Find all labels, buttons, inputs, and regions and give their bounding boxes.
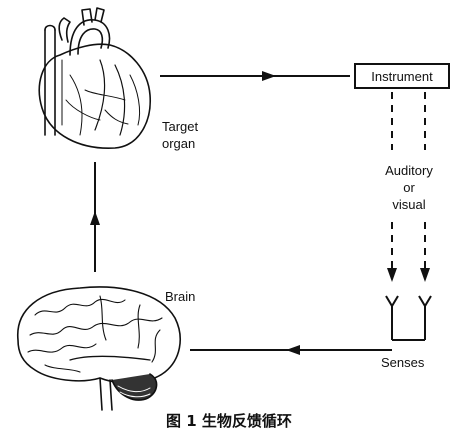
instrument-label: Instrument bbox=[371, 69, 432, 84]
signal-arrowhead-left bbox=[387, 268, 397, 282]
brain-to-heart-arrowhead bbox=[90, 211, 100, 225]
instrument-box: Instrument bbox=[354, 63, 450, 89]
senses-receptors bbox=[386, 296, 431, 340]
signal-arrowhead-right bbox=[420, 268, 430, 282]
brain-label: Brain bbox=[165, 288, 195, 305]
heart-illustration bbox=[39, 8, 150, 148]
brain-illustration bbox=[18, 287, 180, 410]
senses-label: Senses bbox=[381, 354, 424, 371]
feedback-modality-label: Auditory or visual bbox=[374, 162, 444, 213]
target-organ-label: Target organ bbox=[162, 118, 198, 152]
senses-to-brain-arrowhead bbox=[286, 345, 300, 355]
figure-caption: 图 1 生物反馈循环 bbox=[0, 410, 458, 431]
heart-to-instrument-arrowhead bbox=[262, 71, 276, 81]
